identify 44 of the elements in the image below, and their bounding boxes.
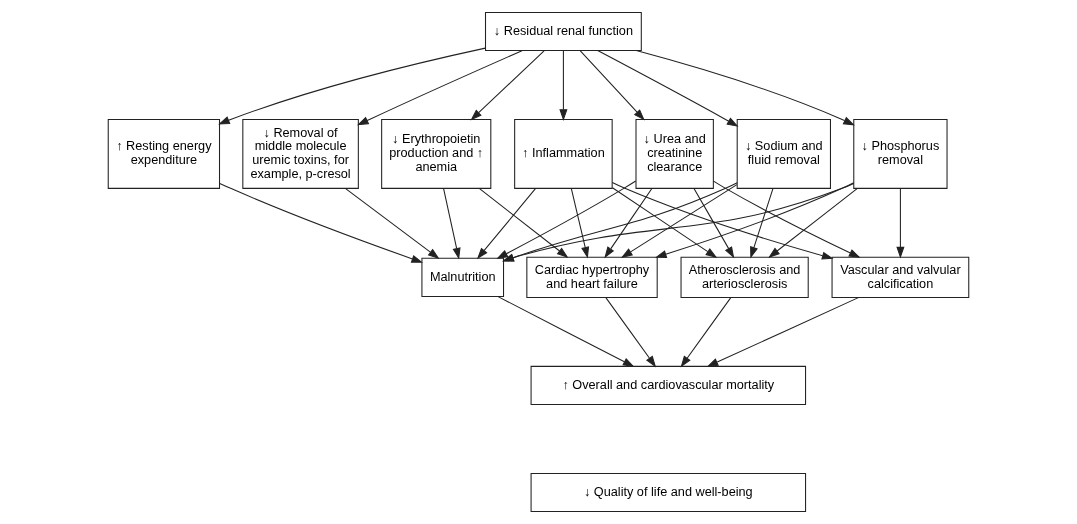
arrow	[470, 50, 545, 121]
arrow	[605, 297, 657, 368]
arrow	[680, 297, 732, 368]
arrow	[620, 184, 738, 258]
arrow	[611, 182, 834, 260]
node-box: ↓ Phosphorus removal	[853, 118, 948, 189]
arrow	[693, 187, 735, 259]
node-box: Atherosclerosis and arteriosclerosis	[680, 256, 809, 299]
arrow	[604, 187, 653, 259]
arrow	[502, 182, 738, 262]
arrow	[476, 187, 537, 260]
node-box: ↓ Quality of life and well-being	[530, 472, 807, 513]
arrow	[579, 50, 645, 121]
arrow	[713, 180, 861, 258]
node-box: ↓ Erythropoietin production and ↑ anemia	[381, 118, 492, 189]
node-box: Cardiac hypertrophy and heart failure	[526, 256, 658, 299]
node-box: Malnutrition	[421, 257, 505, 297]
arrow	[570, 187, 590, 259]
node-box: ↓ Removal of middle molecule uremic toxins, for example, p-cresol	[242, 118, 359, 189]
node-box: ↑ Inflammation	[514, 118, 613, 189]
arrow	[478, 187, 569, 258]
arrow	[356, 50, 523, 126]
arrow	[635, 50, 855, 126]
arrow	[896, 187, 905, 259]
arrow	[502, 182, 855, 262]
arrow	[706, 297, 859, 367]
arrow	[443, 187, 461, 260]
arrow	[597, 50, 739, 127]
node-box: ↑ Resting energy expenditure	[107, 118, 221, 189]
arrow	[559, 50, 568, 121]
arrow	[496, 180, 637, 259]
node-box: ↑ Overall and cardiovascular mortality	[530, 365, 807, 406]
arrow	[750, 187, 774, 259]
node-box: ↓ Residual renal function	[485, 11, 642, 52]
arrow	[218, 47, 486, 125]
arrow	[344, 187, 440, 259]
arrow	[611, 187, 718, 258]
node-box: Vascular and valvular calcification	[831, 256, 970, 299]
node-box: ↓ Sodium and fluid removal	[736, 118, 831, 189]
arrow	[497, 296, 635, 367]
arrow	[768, 187, 858, 258]
arrow	[654, 182, 855, 259]
arrow	[219, 182, 424, 263]
node-box: ↓ Urea and creatinine clearance	[635, 118, 714, 189]
